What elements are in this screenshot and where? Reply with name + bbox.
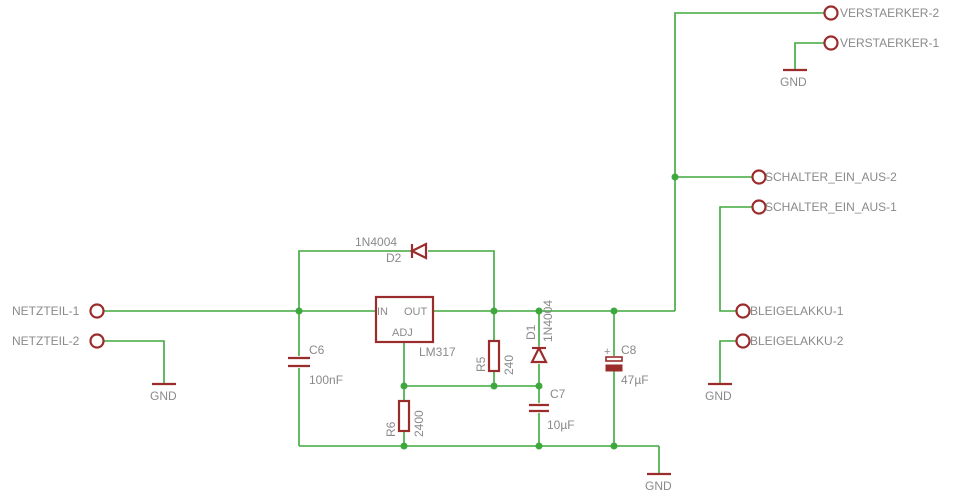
junction-dot — [671, 173, 679, 181]
pad-verstaerker-2 — [823, 5, 839, 21]
label-c8-value: 47µF — [621, 373, 649, 387]
junction-dot — [535, 442, 543, 450]
wires — [104, 12, 824, 474]
wire-d2-left — [298, 250, 412, 311]
junction-dot — [610, 307, 618, 315]
label-netzteil-2: NETZTEIL-2 — [12, 334, 80, 348]
wire-schalter1-to-akku1 — [719, 206, 752, 312]
pad-verstaerker-1 — [823, 35, 839, 51]
connector-pads — [89, 5, 839, 349]
label-d1-value: 1N4004 — [541, 300, 555, 342]
pad-schalter-2 — [751, 169, 767, 185]
regulator-body — [374, 295, 435, 344]
wire-to-verstaerker-2 — [674, 12, 824, 311]
label-schalter-1: SCHALTER_EIN_AUS-1 — [765, 200, 897, 214]
label-bleigelakku-2: BLEIGELAKKU-2 — [750, 334, 844, 348]
label-r5-value: 240 — [502, 355, 516, 375]
pad-bleigelakku-2 — [735, 333, 751, 349]
c8-capacitor — [605, 356, 623, 372]
pad-bleigelakku-1 — [735, 303, 751, 319]
junction-dot — [490, 382, 498, 390]
label-r6-name: R6 — [384, 421, 398, 437]
junction-dot — [610, 442, 618, 450]
label-d1-name: D1 — [524, 324, 538, 340]
junction-dot — [535, 307, 543, 315]
r6-resistor — [397, 399, 411, 433]
wire-akku2-to-gnd — [719, 340, 737, 384]
label-c6-name: C6 — [309, 343, 325, 357]
r5-resistor — [487, 339, 501, 373]
label-c7-name: C7 — [550, 387, 566, 401]
label-c8-polarity: + — [604, 346, 610, 358]
junction-dot — [400, 442, 408, 450]
label-c7-value: 10µF — [547, 418, 575, 432]
label-regulator-adj: ADJ — [392, 327, 413, 339]
label-regulator-out: OUT — [404, 306, 428, 318]
label-c6-value: 100nF — [309, 373, 343, 387]
label-d2-name: D2 — [386, 251, 402, 265]
pad-netzteil-2 — [89, 333, 105, 349]
pad-netzteil-1 — [89, 303, 105, 319]
junction-dot — [400, 382, 408, 390]
wire-netzteil2-to-gnd — [104, 340, 165, 384]
junction-dot — [295, 307, 303, 315]
d1-diode — [530, 345, 548, 364]
label-netzteil-1: NETZTEIL-1 — [12, 304, 80, 318]
wire-d2-right — [428, 250, 495, 311]
label-gnd-netzteil: GND — [150, 389, 177, 403]
pad-schalter-1 — [751, 199, 767, 215]
label-gnd-main: GND — [645, 479, 672, 493]
label-verstaerker-1: VERSTAERKER-1 — [840, 36, 939, 50]
labels: VERSTAERKER-2 VERSTAERKER-1 GND SCHALTER… — [12, 6, 939, 493]
junctions — [295, 173, 679, 450]
d2-diode — [409, 242, 428, 260]
label-schalter-2: SCHALTER_EIN_AUS-2 — [765, 170, 897, 184]
label-regulator-name: LM317 — [419, 345, 456, 359]
label-r6-value: 2400 — [412, 410, 426, 437]
ground-symbols — [152, 68, 807, 476]
junction-dot — [535, 382, 543, 390]
label-c8-name: C8 — [621, 343, 637, 357]
junction-dot — [490, 307, 498, 315]
label-r5-name: R5 — [474, 356, 488, 372]
label-verstaerker-2: VERSTAERKER-2 — [840, 6, 939, 20]
c6-capacitor — [288, 356, 310, 368]
label-regulator-in: IN — [377, 306, 388, 318]
label-bleigelakku-1: BLEIGELAKKU-1 — [750, 304, 844, 318]
label-gnd-verstaerker: GND — [780, 75, 807, 89]
label-gnd-akku: GND — [705, 389, 732, 403]
wire-verstaerker1-to-gnd — [794, 42, 824, 70]
label-d2-value: 1N4004 — [355, 235, 397, 249]
c7-capacitor — [529, 403, 549, 413]
